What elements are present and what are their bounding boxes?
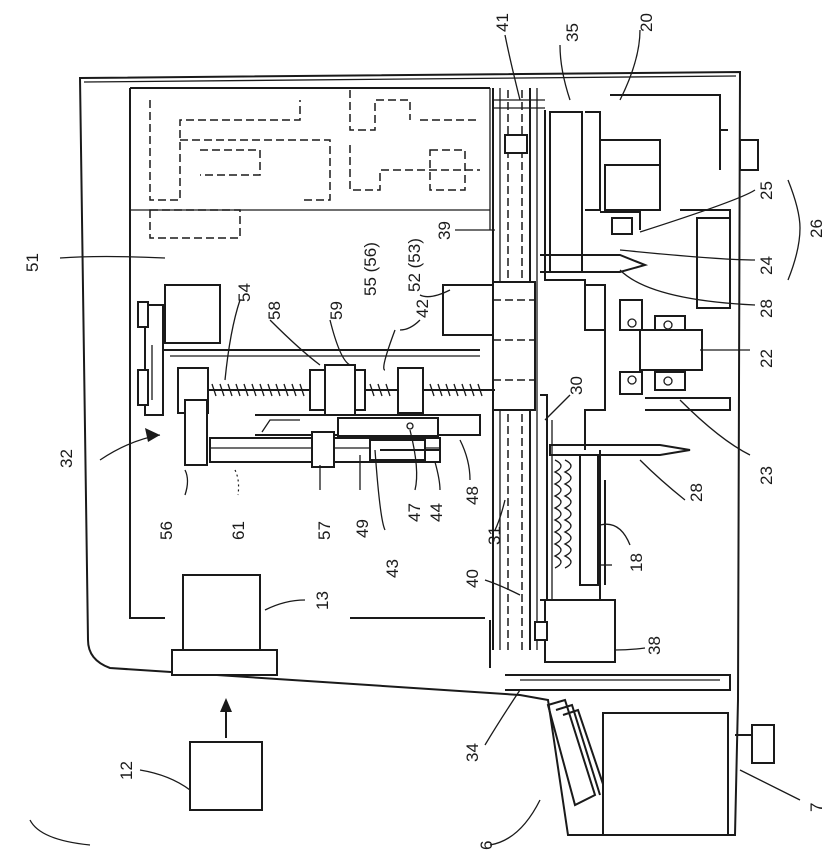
label-55: 55 (56): [361, 242, 380, 296]
label-48: 48: [463, 486, 482, 505]
label-58: 58: [265, 301, 284, 320]
label-18: 18: [627, 553, 646, 572]
label-52: 52 (53): [405, 238, 424, 292]
label-28b: 28: [687, 483, 706, 502]
label-42: 42: [413, 299, 432, 318]
label-28a: 28: [757, 299, 776, 318]
right-plate: [540, 95, 758, 450]
brace-26: [788, 180, 800, 280]
label-13: 13: [313, 591, 332, 610]
label-34: 34: [463, 743, 482, 762]
label-24: 24: [757, 256, 776, 275]
label-31: 31: [485, 526, 504, 545]
label-59: 59: [327, 301, 346, 320]
rail-slider-block: [493, 282, 535, 410]
component-13: [172, 575, 277, 675]
component-38: [535, 600, 615, 662]
label-40: 40: [463, 569, 482, 588]
label-51: 51: [23, 253, 42, 272]
upper-dashed-mechanism: [150, 90, 480, 238]
label-54: 54: [235, 283, 254, 302]
label-47: 47: [405, 503, 424, 522]
label-43: 43: [383, 559, 402, 578]
label-7: 7: [807, 803, 826, 812]
label-39: 39: [435, 221, 454, 240]
label-49: 49: [353, 519, 372, 538]
bottom-guide-34: [505, 675, 730, 690]
label-6: 6: [477, 841, 496, 850]
label-38: 38: [645, 636, 664, 655]
label-26: 26: [807, 219, 826, 238]
label-20: 20: [637, 13, 656, 32]
label-56: 56: [157, 521, 176, 540]
inner-frame: [130, 88, 490, 618]
label-57: 57: [315, 521, 334, 540]
label-12: 12: [117, 761, 136, 780]
label-61: 61: [229, 521, 248, 540]
spring-assembly: [540, 395, 690, 605]
label-32: 32: [57, 449, 76, 468]
component-12: [190, 698, 262, 810]
label-30: 30: [567, 376, 586, 395]
lower-slider: [210, 415, 480, 467]
label-35: 35: [563, 23, 582, 42]
label-22: 22: [757, 349, 776, 368]
label-23: 23: [757, 466, 776, 485]
label-44: 44: [427, 503, 446, 522]
label-41: 41: [493, 13, 512, 32]
label-25: 25: [757, 181, 776, 200]
